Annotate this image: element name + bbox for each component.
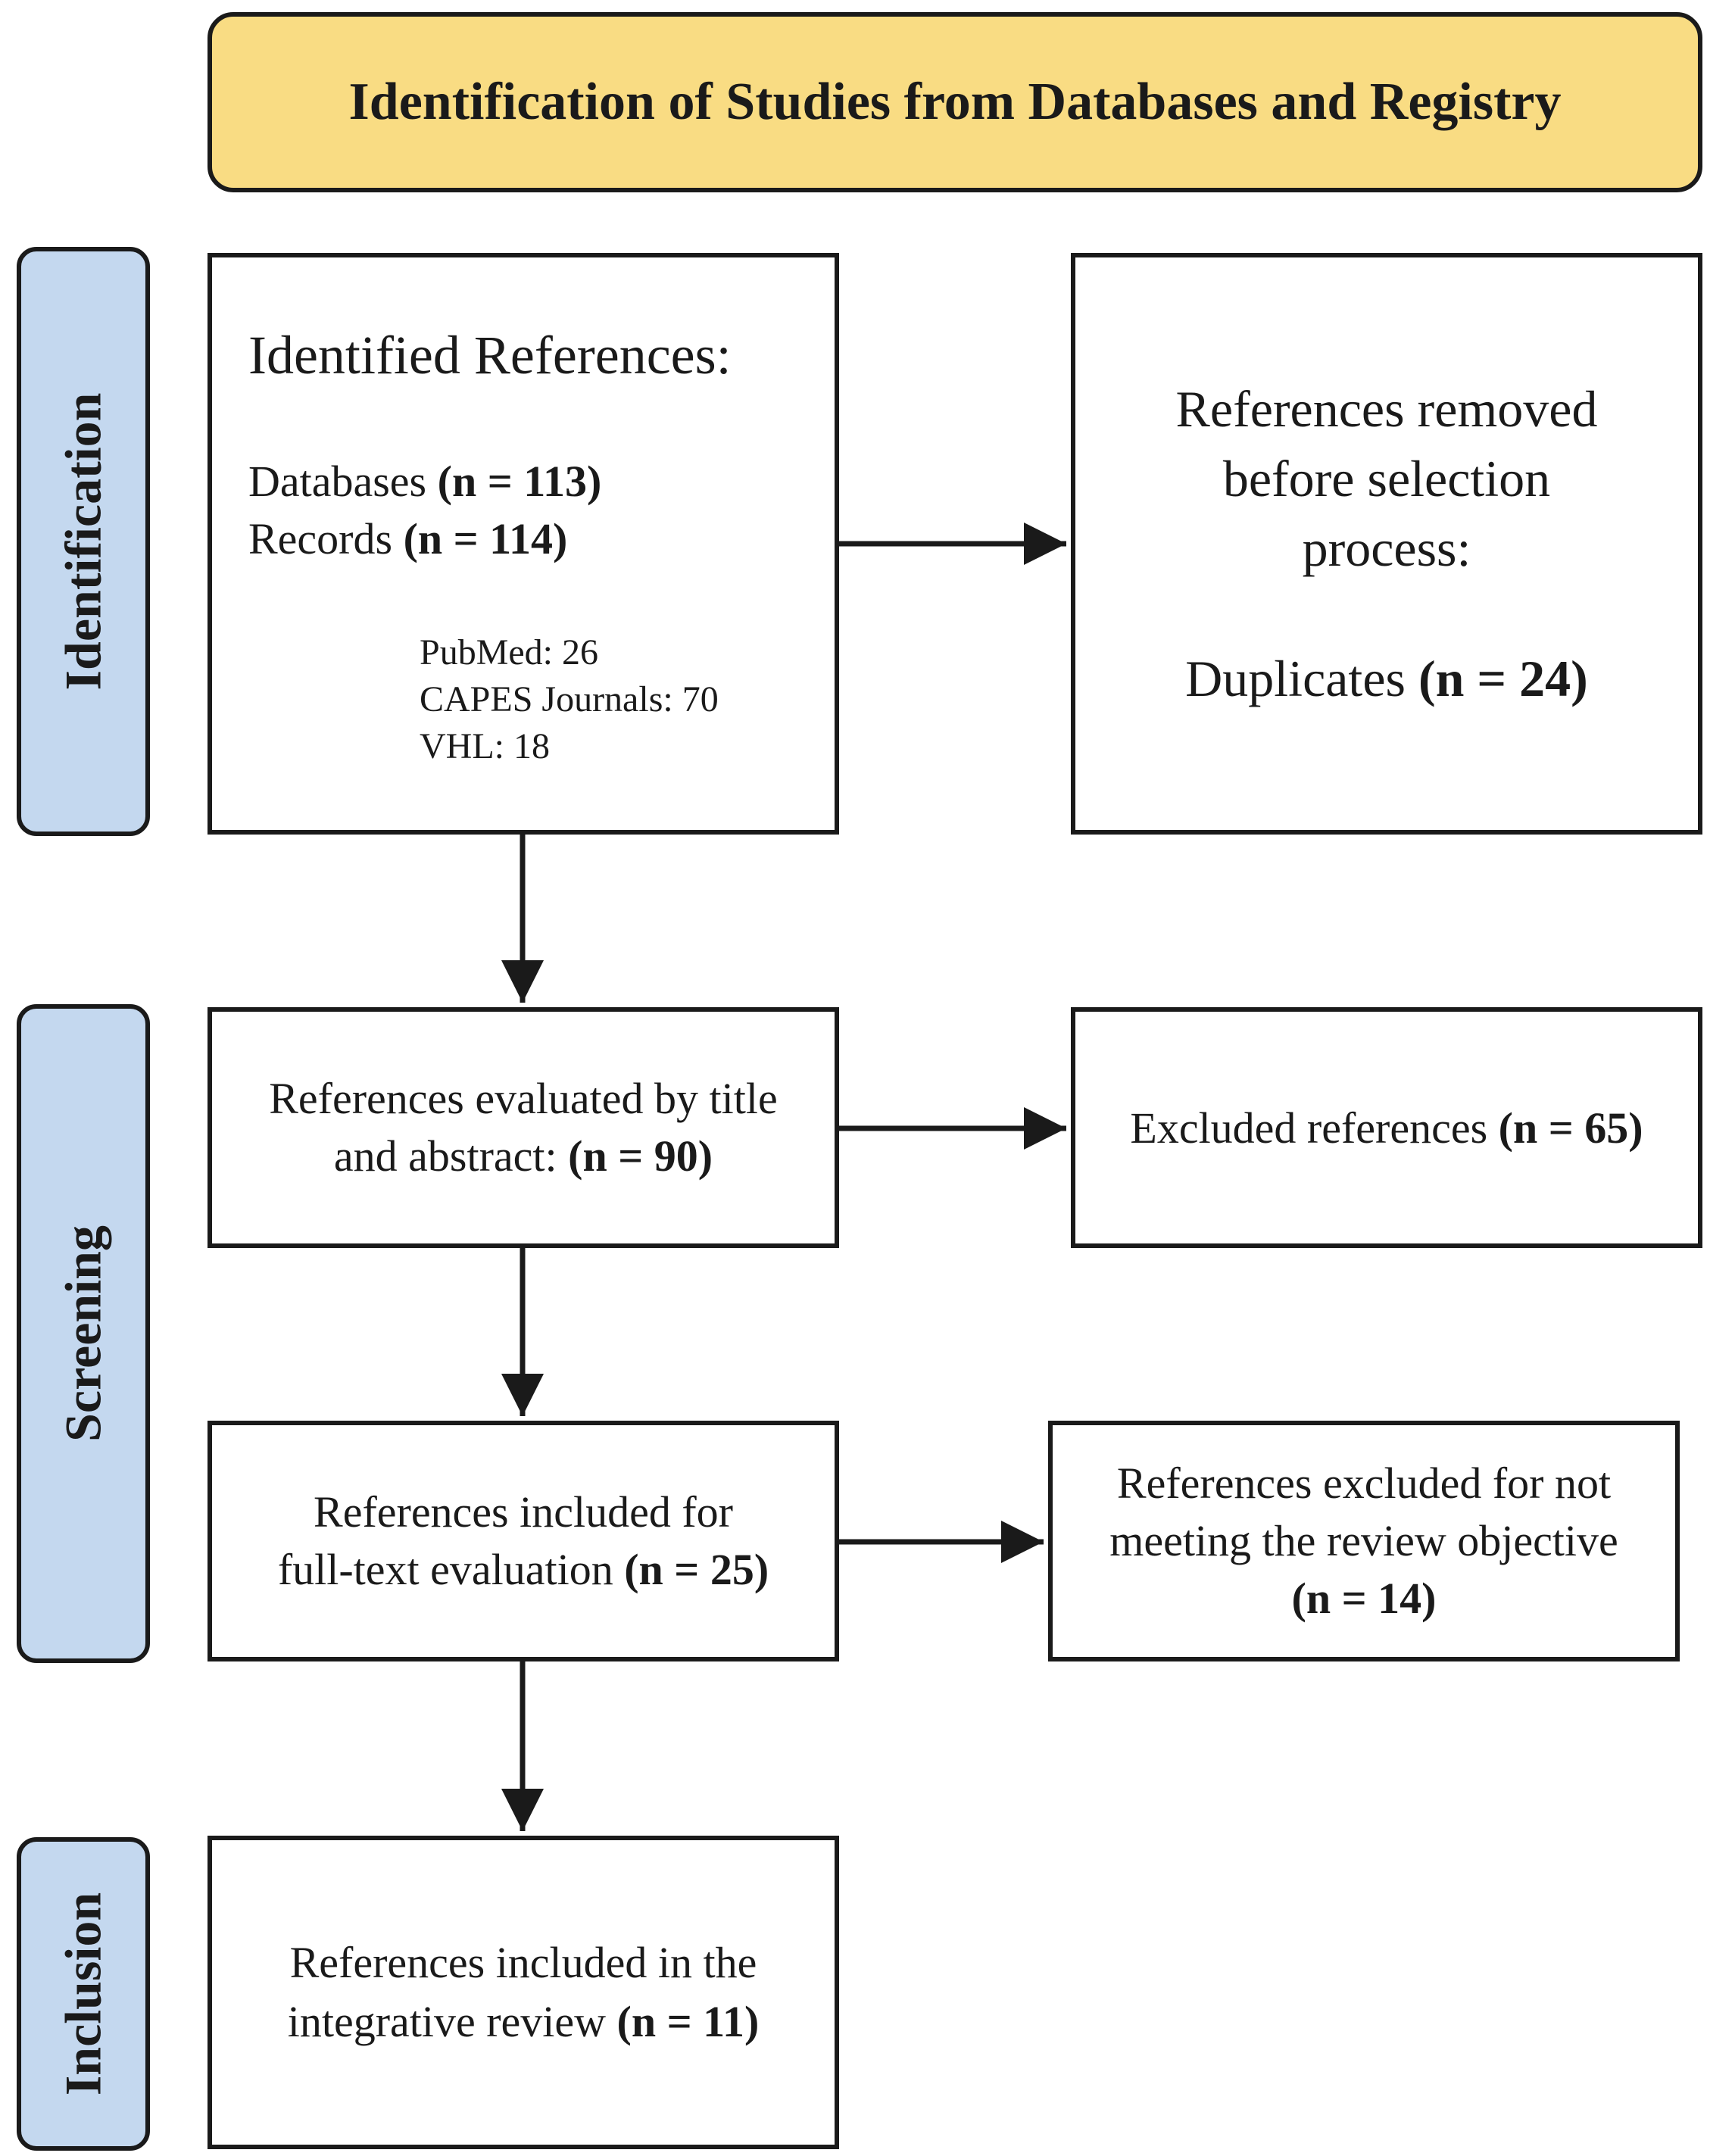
header-title: Identification of Studies from Databases… bbox=[348, 73, 1562, 131]
phase-label-screening: Screening bbox=[17, 1004, 150, 1663]
records-count: (n = 114) bbox=[403, 514, 568, 563]
source-pubmed: PubMed: 26 bbox=[420, 632, 599, 672]
removed-line-3: process: bbox=[1302, 519, 1471, 577]
fulltext-line-2: full-text evaluation bbox=[277, 1545, 613, 1594]
not-objective-count: (n = 14) bbox=[1291, 1574, 1437, 1623]
not-objective-line-2: meeting the review objective bbox=[1109, 1516, 1618, 1565]
source-vhl: VHL: 18 bbox=[420, 726, 550, 766]
included-line-2-wrap: integrative review (n = 11) bbox=[288, 1992, 760, 2051]
identified-title: Identified References: bbox=[248, 325, 732, 385]
removed-line-2: before selection bbox=[1222, 450, 1551, 507]
not-objective-line-1: References excluded for not bbox=[1116, 1459, 1612, 1508]
included-line-1: References included in the bbox=[289, 1938, 757, 1987]
excluded-count: (n = 65) bbox=[1498, 1103, 1643, 1153]
header-box: Identification of Studies from Databases… bbox=[208, 12, 1702, 192]
phase-label-inclusion: Inclusion bbox=[17, 1837, 150, 2151]
fulltext-line-1: References included for bbox=[314, 1487, 733, 1537]
not-objective-references-box: References excluded for not meeting the … bbox=[1048, 1421, 1680, 1661]
evaluated-line-2-wrap: and abstract: (n = 90) bbox=[334, 1128, 713, 1185]
identified-references-box: Identified References: Databases (n = 11… bbox=[208, 253, 839, 835]
fulltext-references-box: References included for full-text evalua… bbox=[208, 1421, 839, 1661]
records-line: Records (n = 114) bbox=[248, 513, 567, 564]
fulltext-count: (n = 25) bbox=[624, 1545, 769, 1594]
databases-line: Databases (n = 113) bbox=[248, 456, 601, 507]
phase-label-identification: Identification bbox=[17, 247, 150, 836]
duplicates-label: Duplicates bbox=[1185, 650, 1406, 707]
included-references-box: References included in the integrative r… bbox=[208, 1836, 839, 2149]
fulltext-line-2-wrap: full-text evaluation (n = 25) bbox=[278, 1541, 769, 1599]
evaluated-count: (n = 90) bbox=[568, 1131, 713, 1181]
source-capes: CAPES Journals: 70 bbox=[420, 679, 719, 719]
removed-references-box: References removed before selection proc… bbox=[1071, 253, 1702, 835]
duplicates-count: (n = 24) bbox=[1418, 650, 1588, 707]
evaluated-references-box: References evaluated by title and abstra… bbox=[208, 1007, 839, 1248]
excluded-label: Excluded references bbox=[1130, 1103, 1488, 1153]
excluded-references-box: Excluded references (n = 65) bbox=[1071, 1007, 1702, 1248]
excluded-line: Excluded references (n = 65) bbox=[1130, 1103, 1643, 1153]
removed-line-1: References removed bbox=[1175, 380, 1598, 438]
databases-count: (n = 113) bbox=[437, 457, 602, 506]
databases-label: Databases bbox=[248, 457, 427, 506]
evaluated-line-2: and abstract: bbox=[333, 1131, 557, 1181]
included-line-2: integrative review bbox=[287, 1997, 607, 2046]
included-count: (n = 11) bbox=[616, 1997, 760, 2046]
duplicates-line: Duplicates (n = 24) bbox=[1185, 644, 1588, 713]
records-label: Records bbox=[248, 514, 393, 563]
evaluated-line-1: References evaluated by title bbox=[269, 1074, 778, 1123]
